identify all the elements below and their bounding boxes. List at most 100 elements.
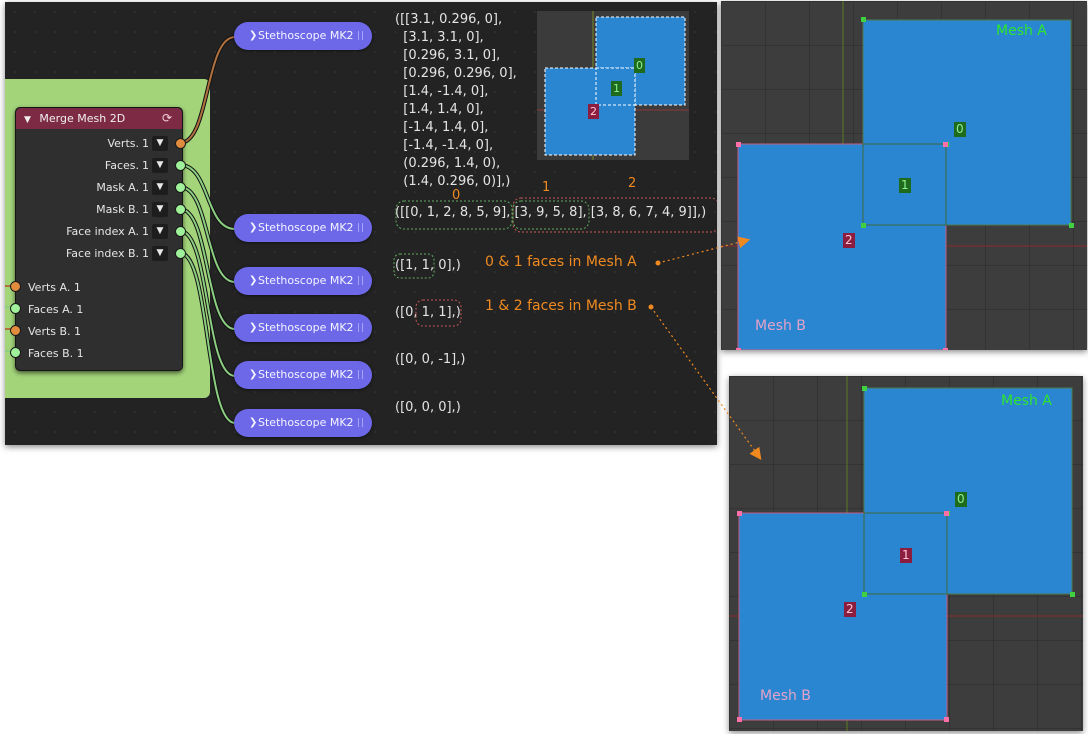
output-label: Verts.	[107, 136, 139, 150]
dropdown-arrow-icon: ▼	[156, 182, 164, 192]
output-socket-face-index-b[interactable]	[175, 248, 186, 259]
output-socket-mask-a[interactable]	[175, 182, 186, 193]
chevron-right-icon[interactable]: ❯	[249, 369, 258, 380]
grip-icon: | |	[357, 31, 364, 41]
viewport-drawing	[721, 1, 1087, 350]
output-face-index-b: Face index B. 1 ▼	[66, 244, 168, 262]
output-face-index-a: Face index A. 1 ▼	[66, 222, 168, 240]
output-dropdown[interactable]: ▼	[152, 157, 168, 173]
output-label: Faces.	[104, 158, 139, 172]
node-title: Merge Mesh 2D	[39, 112, 126, 125]
preview-face-label: 2	[588, 104, 599, 119]
face-label-0: 0	[955, 492, 967, 507]
mesh-a-label: Mesh A	[1001, 393, 1052, 409]
viewport-result-1[interactable]: Mesh A Mesh B 0 1 2	[721, 1, 1087, 350]
stethoscope-node-verts[interactable]: ❯ Stethoscope MK2 | |	[234, 22, 372, 50]
stethoscope-label: Stethoscope MK2	[258, 221, 354, 234]
dropdown-arrow-icon: ▼	[156, 138, 164, 148]
input-faces-a: Faces A. 1	[28, 303, 84, 316]
merge-mesh-2d-node[interactable]: ▼ Merge Mesh 2D ⟳ Verts. 1 ▼ Faces. 1 ▼ …	[15, 107, 183, 371]
grip-icon: | |	[357, 418, 364, 428]
input-verts-a: Verts A. 1	[28, 281, 81, 294]
face-label-1: 1	[899, 178, 911, 193]
mesh-preview-thumbnail: 0 1 2	[537, 11, 689, 160]
highlight-overlays	[393, 197, 717, 327]
input-verts-b: Verts B. 1	[28, 325, 82, 338]
face-label-0: 0	[954, 122, 966, 137]
dropdown-arrow-icon: ▼	[156, 248, 164, 258]
stethoscope-node-faces[interactable]: ❯ Stethoscope MK2 | |	[234, 214, 372, 242]
output-count: 1	[142, 202, 149, 216]
node-links	[5, 35, 236, 425]
face-label-1: 1	[900, 548, 912, 563]
node-header[interactable]: ▼ Merge Mesh 2D ⟳	[16, 108, 182, 129]
mask-b-output-text: ([0, 1, 1],)	[395, 305, 461, 320]
face-index-b-output-text: ([0, 0, 0],)	[395, 400, 461, 415]
output-count: 1	[142, 224, 149, 238]
face-index-label: 0	[452, 188, 461, 203]
dropdown-arrow-icon: ▼	[156, 204, 164, 214]
face-index-a-output-text: ([0, 0, -1],)	[395, 352, 466, 367]
stethoscope-label: Stethoscope MK2	[258, 368, 354, 381]
chevron-right-icon[interactable]: ❯	[249, 417, 258, 428]
output-label: Mask A.	[96, 180, 139, 194]
output-dropdown[interactable]: ▼	[152, 201, 168, 217]
dropdown-arrow-icon: ▼	[156, 226, 164, 236]
chevron-right-icon[interactable]: ❯	[249, 30, 258, 41]
collapse-chevron-icon[interactable]: ▼	[24, 115, 31, 125]
stethoscope-node-mask-a[interactable]: ❯ Stethoscope MK2 | |	[234, 267, 372, 295]
grip-icon: | |	[357, 276, 364, 286]
output-socket-verts[interactable]	[175, 138, 186, 149]
output-count: 1	[142, 246, 149, 260]
output-dropdown[interactable]: ▼	[152, 135, 168, 151]
refresh-icon[interactable]: ⟳	[161, 111, 173, 125]
output-socket-mask-b[interactable]	[175, 204, 186, 215]
node-editor[interactable]: ▼ Merge Mesh 2D ⟳ Verts. 1 ▼ Faces. 1 ▼ …	[5, 2, 717, 445]
stethoscope-node-face-index-a[interactable]: ❯ Stethoscope MK2 | |	[234, 361, 372, 389]
input-socket-verts-b[interactable]	[10, 325, 21, 336]
mesh-a-label: Mesh A	[996, 23, 1047, 39]
viewport-drawing	[729, 376, 1083, 731]
preview-face-label: 1	[611, 81, 622, 96]
faces-output-text: ([[0, 1, 2, 8, 5, 9], [3, 9, 5, 8], [3, …	[395, 205, 707, 220]
viewport-result-2[interactable]: Mesh A Mesh B 0 1 2	[729, 376, 1083, 731]
output-verts: Verts. 1 ▼	[107, 134, 168, 152]
mesh-a-annotation: 0 & 1 faces in Mesh A	[485, 254, 637, 270]
mesh-b-label: Mesh B	[755, 318, 806, 334]
output-mask-b: Mask B. 1 ▼	[96, 200, 168, 218]
dropdown-arrow-icon: ▼	[156, 160, 164, 170]
stethoscope-label: Stethoscope MK2	[258, 29, 354, 42]
output-faces: Faces. 1 ▼	[105, 156, 168, 174]
output-label: Mask B.	[96, 202, 139, 216]
output-dropdown[interactable]: ▼	[152, 223, 168, 239]
stethoscope-label: Stethoscope MK2	[258, 274, 354, 287]
face-index-label: 1	[542, 180, 551, 195]
output-count: 1	[142, 158, 149, 172]
preview-face-label: 0	[634, 58, 645, 73]
output-dropdown[interactable]: ▼	[152, 245, 168, 261]
output-socket-faces[interactable]	[175, 160, 186, 171]
grip-icon: | |	[357, 323, 364, 333]
mesh-b-label: Mesh B	[760, 688, 811, 704]
chevron-right-icon[interactable]: ❯	[249, 222, 258, 233]
grip-icon: | |	[357, 370, 364, 380]
stethoscope-node-mask-b[interactable]: ❯ Stethoscope MK2 | |	[234, 314, 372, 342]
chevron-right-icon[interactable]: ❯	[249, 275, 258, 286]
mesh-b-annotation: 1 & 2 faces in Mesh B	[485, 298, 637, 314]
grip-icon: | |	[357, 223, 364, 233]
stethoscope-node-face-index-b[interactable]: ❯ Stethoscope MK2 | |	[234, 409, 372, 437]
face-index-label: 2	[628, 176, 637, 191]
output-label: Face index A.	[66, 224, 139, 238]
output-count: 1	[142, 136, 149, 150]
face-label-2: 2	[843, 233, 855, 248]
output-socket-face-index-a[interactable]	[175, 226, 186, 237]
input-faces-b: Faces B. 1	[28, 347, 84, 360]
input-socket-verts-a[interactable]	[10, 281, 21, 292]
output-count: 1	[142, 180, 149, 194]
input-socket-faces-b[interactable]	[10, 347, 21, 358]
output-dropdown[interactable]: ▼	[152, 179, 168, 195]
output-label: Face index B.	[65, 246, 139, 260]
stethoscope-label: Stethoscope MK2	[258, 416, 354, 429]
input-socket-faces-a[interactable]	[10, 303, 21, 314]
chevron-right-icon[interactable]: ❯	[249, 322, 258, 333]
